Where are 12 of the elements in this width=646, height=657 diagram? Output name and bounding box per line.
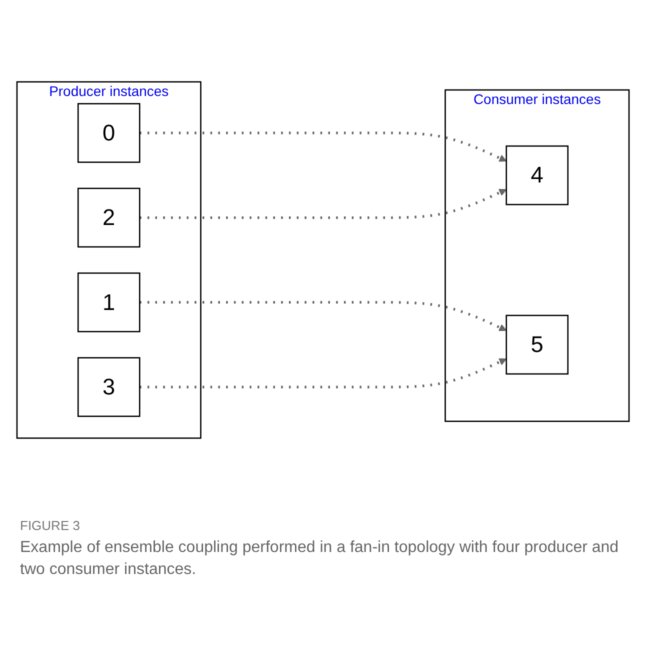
node-box: 5 (506, 314, 569, 375)
node-box: 4 (506, 145, 569, 206)
arrow (140, 301, 507, 332)
arrow (140, 132, 507, 162)
figure-number: FIGURE 3 (20, 518, 81, 533)
arrow (140, 188, 507, 219)
node-box: 2 (77, 188, 140, 248)
arrow (140, 358, 507, 388)
node-box: 0 (77, 103, 140, 163)
figure-caption: Example of ensemble coupling performed in a fan-in topology with four producer and two consumer instances. (20, 538, 620, 580)
node-box: 3 (77, 357, 140, 417)
node-box: 1 (77, 272, 140, 332)
